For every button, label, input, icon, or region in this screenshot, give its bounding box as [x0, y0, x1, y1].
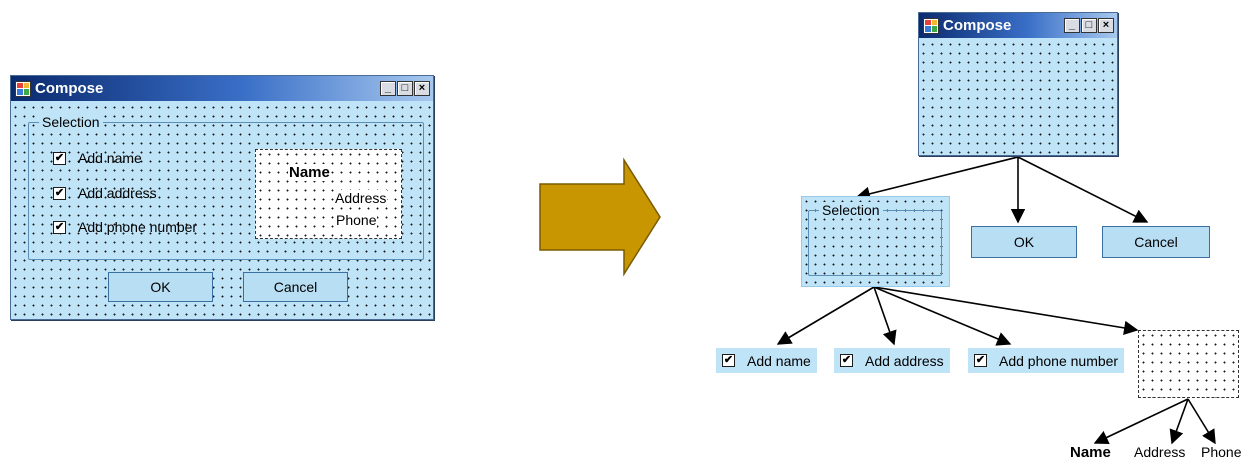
checkbox-label: Add address	[78, 185, 157, 201]
tree-node-address-label: Address	[1134, 444, 1186, 460]
tree-node-selection: Selection	[801, 196, 950, 287]
cancel-button[interactable]: Cancel	[243, 272, 348, 302]
transform-arrow	[539, 157, 661, 277]
preview-phone-label: Phone	[335, 212, 378, 228]
maximize-button[interactable]: □	[397, 81, 413, 96]
selection-group-label: Selection	[39, 114, 103, 130]
tree-node-compose-window: Compose _ □ ×	[918, 12, 1118, 156]
edge-selection-to-add-address	[873, 286, 897, 346]
window-titlebar[interactable]: Compose _ □ ×	[919, 13, 1117, 38]
app-icon	[923, 17, 939, 34]
contact-preview-panel: Name Address Phone	[255, 149, 402, 239]
app-icon	[15, 80, 31, 97]
tree-node-checkbox-add-phone-number[interactable]: ✔ Add phone number	[968, 348, 1125, 373]
checkbox-label: Add name	[747, 352, 811, 369]
tree-node-checkbox-add-name[interactable]: ✔ Add name	[716, 348, 817, 373]
checkbox-label: Add address	[865, 352, 944, 369]
checkbox-label: Add phone number	[999, 352, 1119, 369]
tree-node-contact-panel	[1138, 330, 1239, 398]
close-button[interactable]: ×	[414, 81, 430, 96]
edge-selection-to-add-phone	[873, 286, 1012, 346]
checkbox-add-name[interactable]: ✔ Add name	[53, 150, 142, 166]
tree-node-phone-label: Phone	[1201, 444, 1242, 460]
checkbox-label: Add name	[78, 150, 142, 166]
tree-node-ok-button[interactable]: OK	[971, 226, 1077, 258]
window-title: Compose	[943, 17, 1012, 34]
checkbox-box[interactable]: ✔	[53, 186, 66, 200]
checkbox-box[interactable]: ✔	[840, 354, 853, 367]
minimize-button[interactable]: _	[1064, 18, 1080, 33]
compose-window: Compose _ □ × Selection ✔ Add name ✔ Add…	[10, 75, 434, 320]
selection-group-label: Selection	[819, 202, 883, 218]
edge-window-to-cancel	[1017, 156, 1149, 223]
selection-groupbox	[808, 210, 942, 276]
checkbox-box[interactable]: ✔	[974, 354, 987, 367]
edge-selection-to-add-name	[776, 286, 875, 345]
preview-address-label: Address	[334, 190, 388, 206]
edge-panel-to-name	[1093, 398, 1189, 444]
checkbox-add-phone-number[interactable]: ✔ Add phone number	[53, 219, 197, 235]
checkbox-box[interactable]: ✔	[53, 151, 66, 165]
checkbox-add-address[interactable]: ✔ Add address	[53, 185, 157, 201]
tree-node-cancel-button[interactable]: Cancel	[1102, 226, 1210, 258]
checkbox-box[interactable]: ✔	[722, 354, 735, 367]
tree-node-name-label: Name	[1070, 444, 1111, 461]
edge-panel-to-address	[1169, 398, 1189, 445]
maximize-button[interactable]: □	[1081, 18, 1097, 33]
edge-window-to-selection	[855, 156, 1019, 201]
preview-name-label: Name	[288, 164, 331, 181]
minimize-button[interactable]: _	[380, 81, 396, 96]
checkbox-label: Add phone number	[78, 219, 198, 235]
selection-groupbox	[28, 122, 424, 260]
window-titlebar[interactable]: Compose _ □ ×	[11, 76, 433, 101]
edge-selection-to-panel	[873, 286, 1139, 336]
window-title: Compose	[35, 80, 104, 97]
ok-button[interactable]: OK	[108, 272, 213, 302]
tree-node-checkbox-add-address[interactable]: ✔ Add address	[834, 348, 950, 373]
edge-panel-to-phone	[1187, 398, 1216, 445]
checkbox-box[interactable]: ✔	[53, 220, 66, 234]
close-button[interactable]: ×	[1098, 18, 1114, 33]
